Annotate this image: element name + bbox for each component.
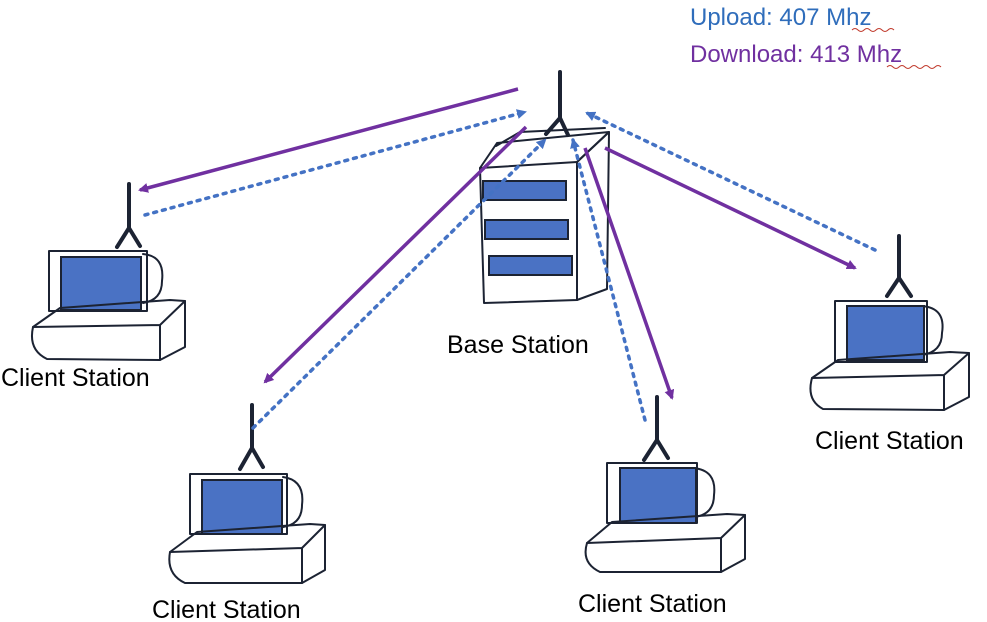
client-antenna-icon (238, 403, 265, 471)
upload-links (143, 109, 877, 430)
server-rack-icon (479, 127, 610, 304)
spellcheck-underline (886, 65, 942, 69)
upload-link (143, 109, 527, 217)
computer-icon (31, 250, 186, 361)
client-station: Client Station (809, 234, 970, 455)
spellcheck-underline (851, 28, 895, 32)
client-antenna-icon (885, 234, 913, 298)
computer-icon (584, 462, 746, 573)
client-antenna-icon (642, 395, 670, 462)
legend: Upload: 407 Mhz Download: 413 Mhz (690, 4, 942, 69)
client-station-label: Client Station (815, 427, 964, 455)
client-station-label: Client Station (152, 596, 301, 622)
upload-link (251, 138, 547, 430)
upload-legend: Upload: 407 Mhz (690, 4, 871, 31)
computer-icon (809, 300, 970, 411)
download-legend: Download: 413 Mhz (690, 41, 902, 68)
base-antenna-icon (544, 70, 570, 137)
upload-link (570, 138, 647, 422)
client-station-label: Client Station (578, 590, 727, 618)
client-station: Client Station (152, 403, 326, 622)
download-link (604, 146, 857, 270)
computer-icon (168, 473, 326, 584)
download-link (583, 147, 675, 400)
upload-link (585, 111, 877, 252)
download-link (138, 87, 519, 193)
client-station: Client Station (1, 182, 186, 392)
client-station: Client Station (578, 395, 746, 618)
download-links (138, 87, 857, 400)
client-antenna-icon (115, 182, 142, 249)
download-link (263, 125, 528, 384)
client-station-label: Client Station (1, 364, 150, 392)
base-station-label: Base Station (447, 331, 589, 359)
base-station: Base Station (447, 70, 610, 359)
